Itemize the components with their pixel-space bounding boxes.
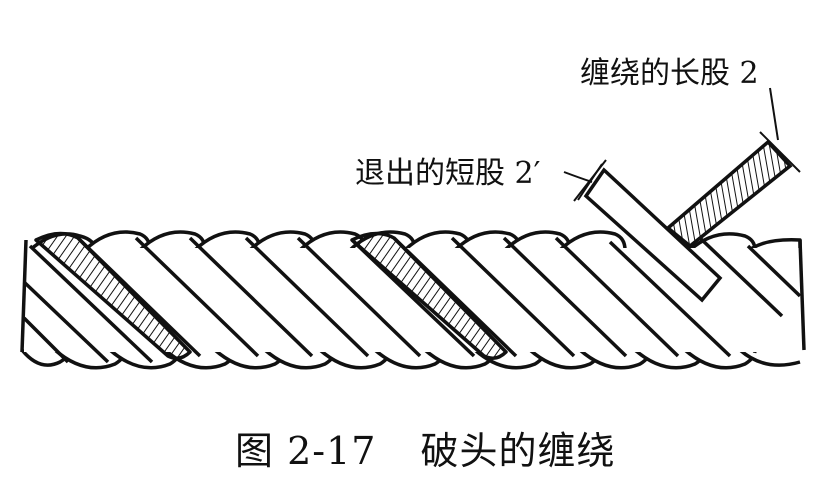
- leader-long: [769, 87, 779, 141]
- rope-left-end: [20, 239, 28, 353]
- rope-right-end: [798, 239, 806, 351]
- label-long-strand: 缠绕的长股 2: [580, 56, 759, 91]
- caption-title: 破头的缠绕: [420, 429, 616, 473]
- hatched-strand-1: [34, 231, 192, 360]
- strand-lines: [22, 236, 802, 364]
- hatched-strand-2: [350, 231, 508, 360]
- rope-bottom-bumps: [20, 348, 801, 370]
- long-strand-2: [665, 131, 801, 249]
- leader-short: [563, 171, 593, 183]
- leader-lines: [563, 87, 779, 183]
- label-short-strand: 退出的短股 2′: [355, 156, 541, 191]
- figure-caption: 图 2-17 破头的缠绕: [235, 420, 615, 475]
- caption-number: 图 2-17: [235, 429, 377, 473]
- rope: [20, 230, 806, 370]
